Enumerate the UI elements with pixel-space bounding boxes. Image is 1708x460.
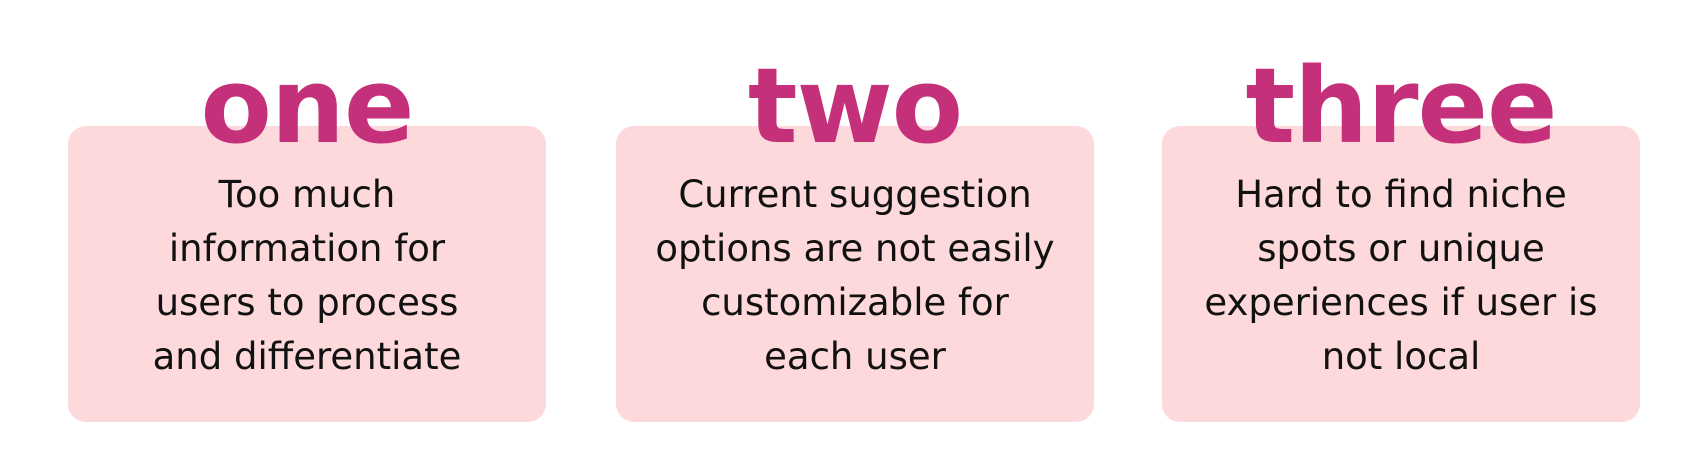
card-description-line: experiences if user is — [1204, 281, 1598, 324]
card-description: Current suggestion options are not easil… — [646, 168, 1064, 384]
card-background — [68, 126, 546, 422]
card-number: two — [747, 45, 963, 167]
problem-card-three: three Hard to find niche spots or unique… — [1162, 45, 1640, 422]
card-number: one — [200, 45, 414, 167]
card-description-line: spots or unique — [1257, 227, 1545, 270]
card-background — [616, 126, 1094, 422]
card-number: three — [1245, 45, 1557, 167]
card-description-line: and differentiate — [152, 335, 462, 378]
card-description: Too much information for users to proces… — [98, 168, 516, 384]
card-description-line: Current suggestion — [678, 173, 1032, 216]
card-description-line: options are not easily — [655, 227, 1055, 270]
problem-card-two: two Current suggestion options are not e… — [616, 45, 1094, 422]
card-description: Hard to find niche spots or unique exper… — [1192, 168, 1610, 384]
card-description-line: Too much — [218, 173, 396, 216]
card-description-line: Hard to find niche — [1235, 173, 1567, 216]
card-description-line: customizable for — [701, 281, 1009, 324]
card-description-line: each user — [764, 335, 946, 378]
card-description-line: users to process — [155, 281, 459, 324]
problem-card-one: one Too much information for users to pr… — [68, 45, 546, 422]
card-background — [1162, 126, 1640, 422]
card-description-line: information for — [168, 227, 446, 270]
card-description-line: not local — [1321, 335, 1481, 378]
